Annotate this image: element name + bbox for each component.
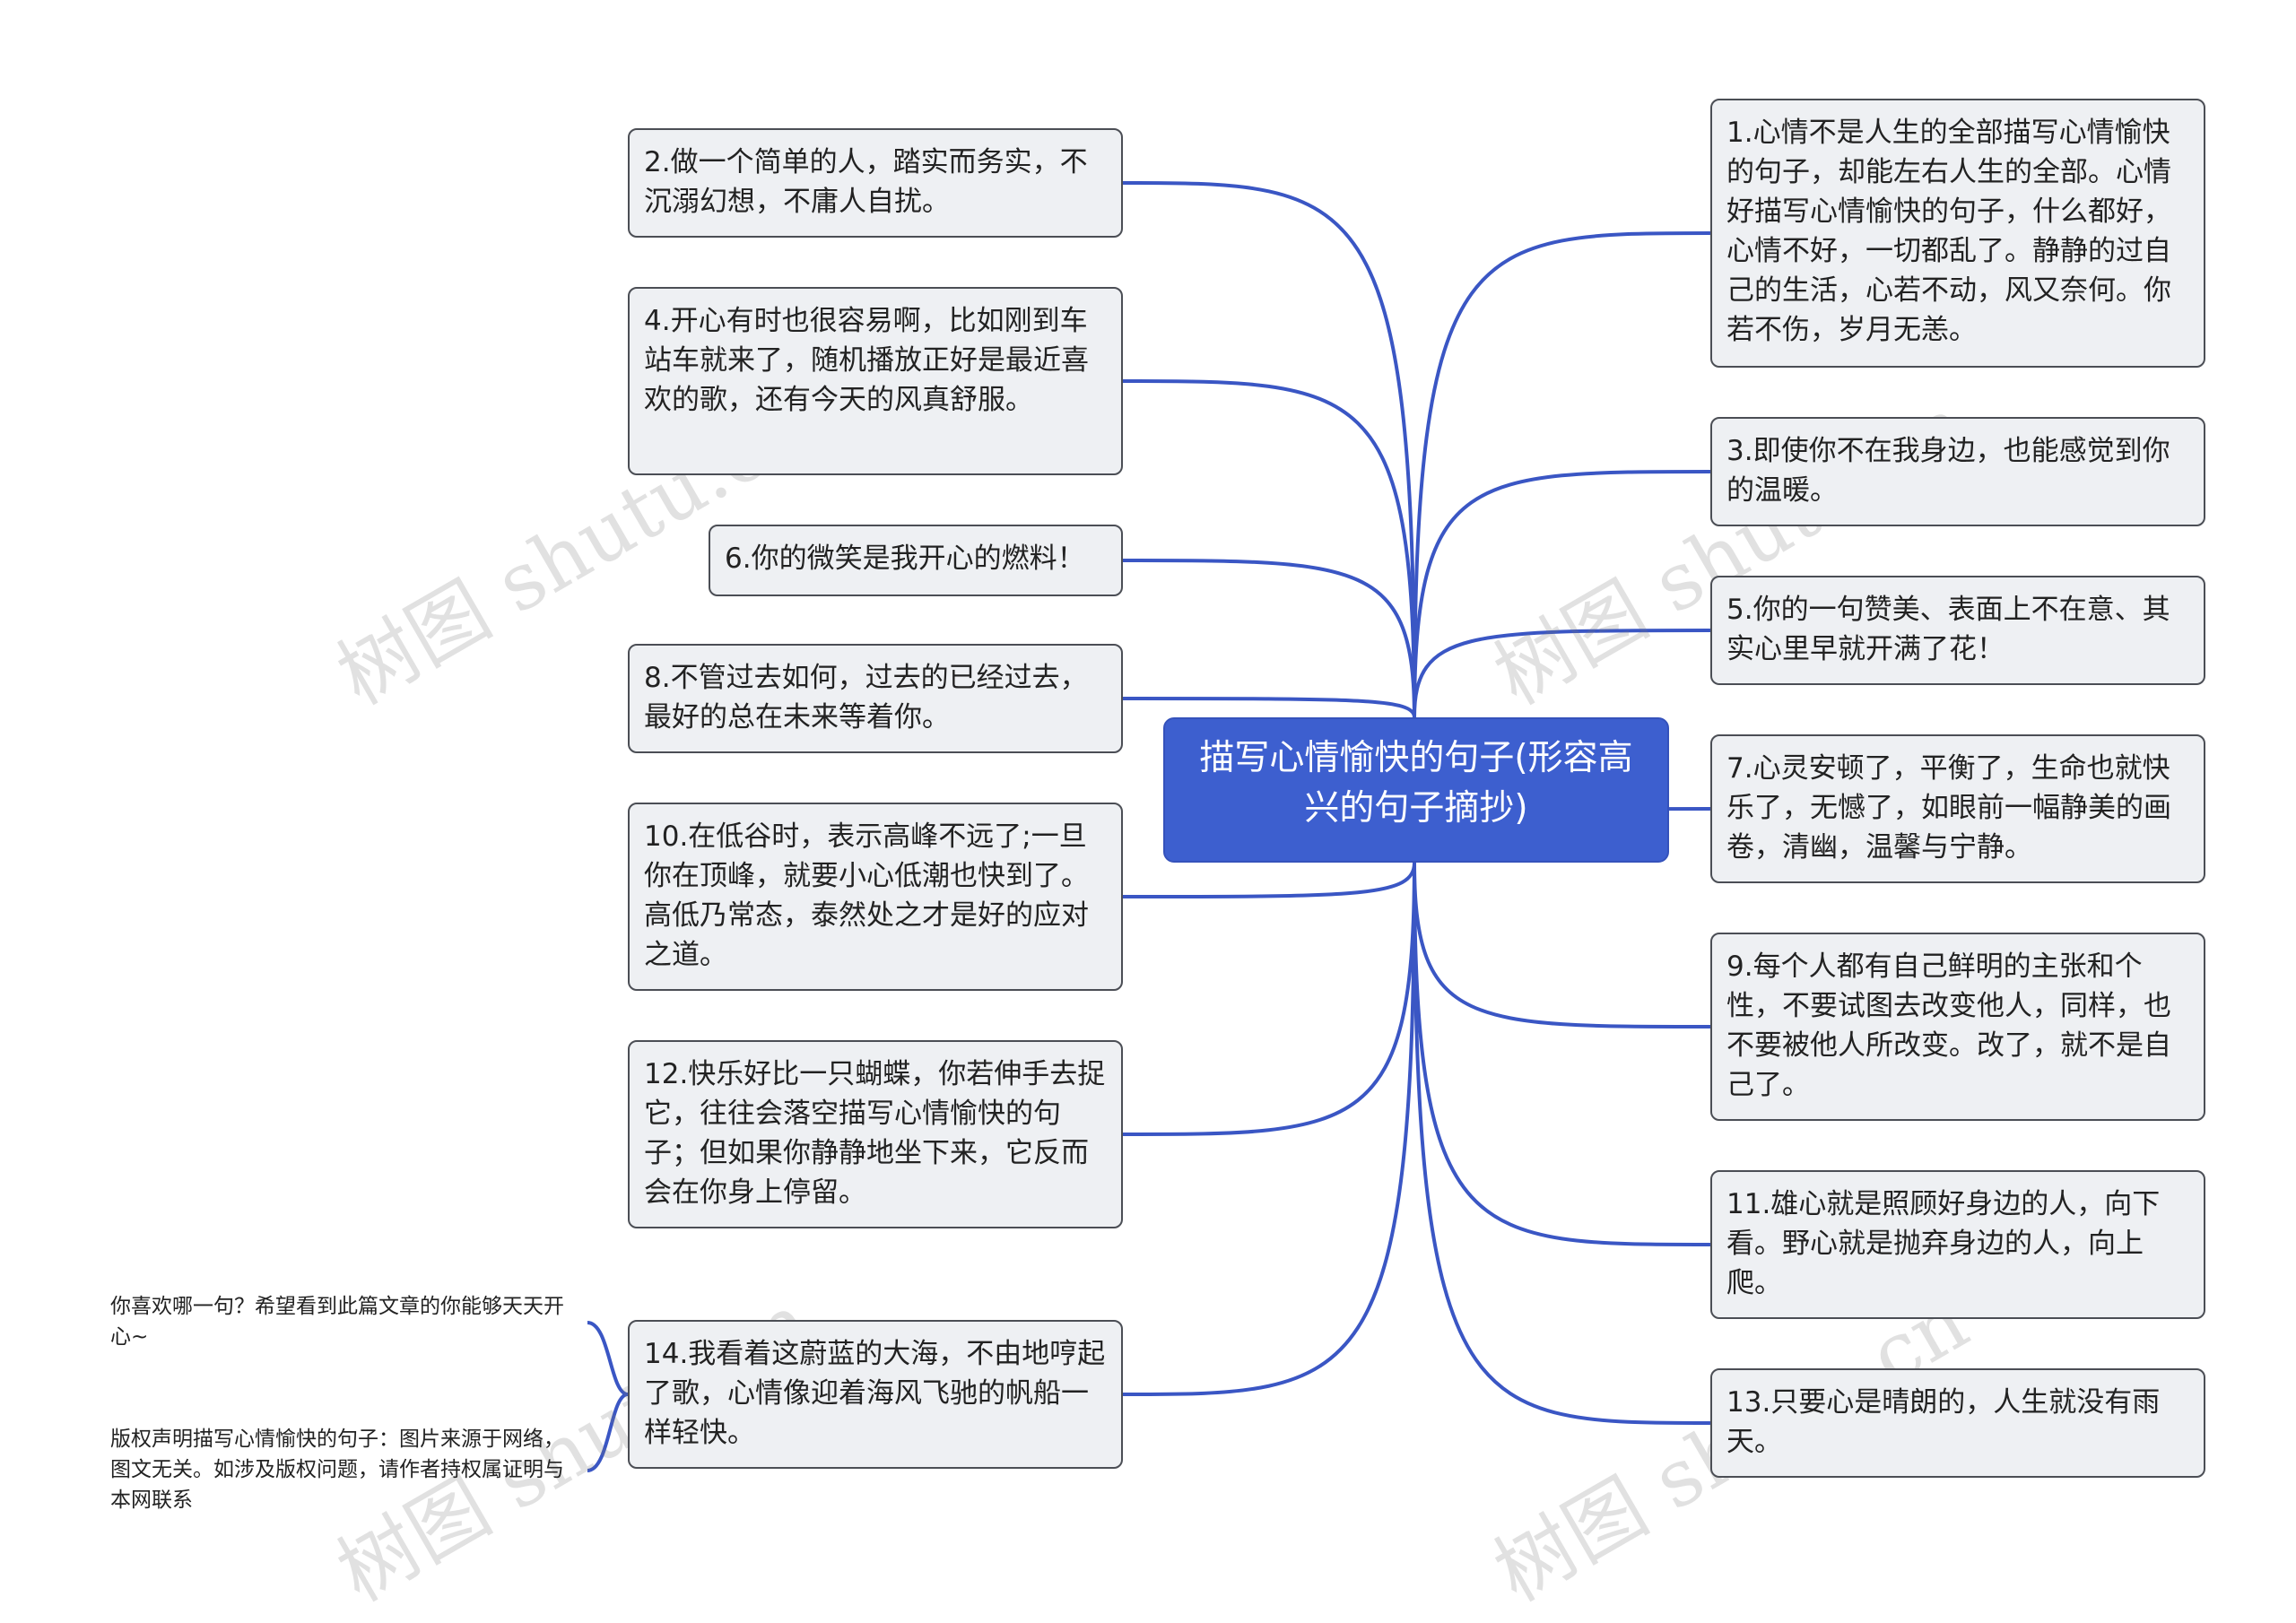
left-node-2[interactable]: 2.做一个简单的人，踏实而务实，不沉溺幻想，不庸人自扰。 [628,128,1123,238]
connector-line [1413,862,1711,1028]
right-node-9[interactable]: 9.每个人都有自己鲜明的主张和个性，不要试图去改变他人，同样，也不要被他人所改变… [1710,933,2205,1121]
connector-line [1413,862,1711,1246]
right-node-1[interactable]: 1.心情不是人生的全部描写心情愉快的句子，却能左右人生的全部。心情好描写心情愉快… [1710,99,2205,368]
left-node-12[interactable]: 12.快乐好比一只蝴蝶，你若伸手去捉它，往往会落空描写心情愉快的句子；但如果你静… [628,1040,1123,1228]
note-bracket-line [587,1393,629,1472]
right-node-11[interactable]: 11.雄心就是照顾好身边的人，向下看。野心就是抛弃身边的人，向上爬。 [1710,1170,2205,1319]
connector-line [1122,862,1416,1396]
root-topic[interactable]: 描写心情愉快的句子(形容高兴的句子摘抄) [1163,717,1669,863]
note-question: 你喜欢哪一句？希望看到此篇文章的你能够天天开心~ [110,1295,564,1349]
left-node-8[interactable]: 8.不管过去如何，过去的已经过去，最好的总在未来等着你。 [628,644,1123,753]
right-node-5[interactable]: 5.你的一句赞美、表面上不在意、其实心里早就开满了花！ [1710,576,2205,685]
connector-line [1413,470,1711,718]
connector-line [1122,697,1416,718]
right-node-3[interactable]: 3.即使你不在我身边，也能感觉到你的温暖。 [1710,417,2205,526]
connector-line [1413,231,1711,718]
connector-line [1122,862,1416,1136]
left-node-4[interactable]: 4.开心有时也很容易啊，比如刚到车站车就来了，随机播放正好是最近喜欢的歌，还有今… [628,287,1123,475]
connector-line [1122,379,1416,718]
right-node-13[interactable]: 13.只要心是晴朗的，人生就没有雨天。 [1710,1368,2205,1478]
left-node-10[interactable]: 10.在低谷时，表示高峰不远了;一旦你在顶峰，就要小心低潮也快到了。高低乃常态，… [628,803,1123,991]
connector-line [1413,629,1711,718]
left-node-6[interactable]: 6.你的微笑是我开心的燃料！ [709,525,1123,596]
connector-line [1413,862,1711,1425]
connector-line [1122,862,1416,898]
connector-line [1122,181,1416,718]
note-copyright: 版权声明描写心情愉快的句子：图片来源于网络，图文无关。如涉及版权问题，请作者持权… [110,1428,564,1512]
right-node-7[interactable]: 7.心灵安顿了，平衡了，生命也就快乐了，无憾了，如眼前一幅静美的画卷，清幽，温馨… [1710,734,2205,883]
left-node-14[interactable]: 14.我看着这蔚蓝的大海，不由地哼起了歌，心情像迎着海风飞驰的帆船一样轻快。 [628,1320,1123,1469]
note-bracket-line [587,1321,629,1396]
connector-line [1122,559,1416,718]
